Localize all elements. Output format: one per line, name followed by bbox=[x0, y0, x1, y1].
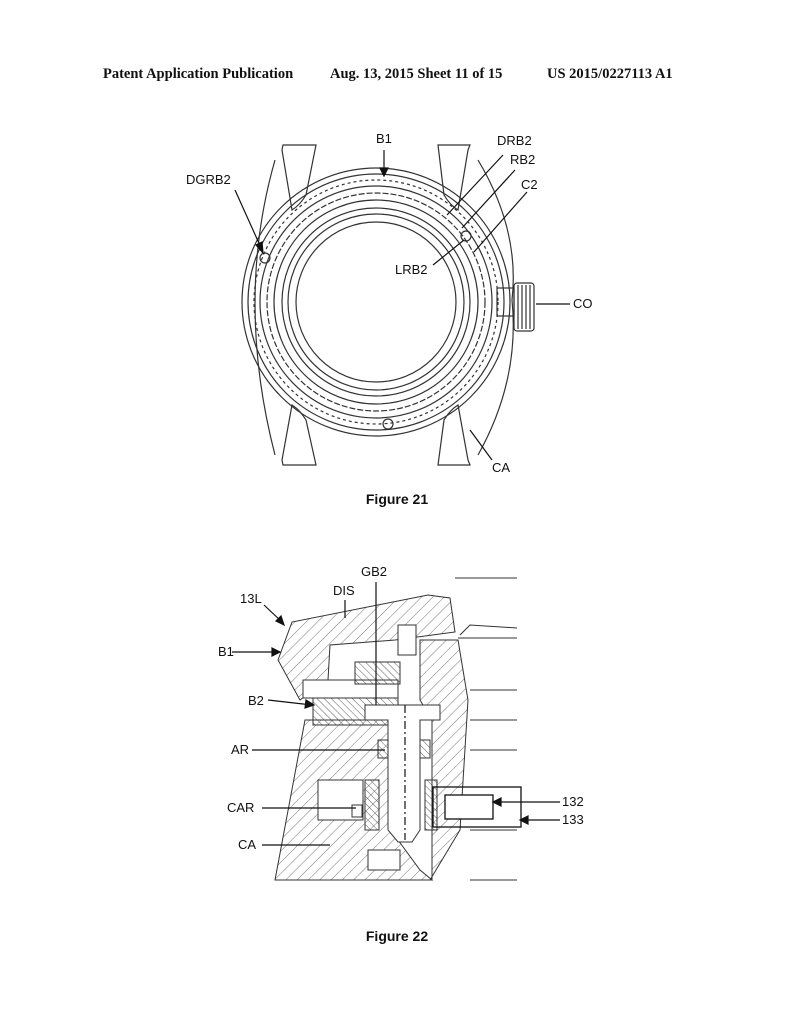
figure-21-caption: Figure 21 bbox=[365, 491, 429, 507]
date-sheet-label: Aug. 13, 2015 Sheet 11 of 15 bbox=[330, 66, 503, 82]
watch-case-outline bbox=[241, 144, 535, 466]
page-header: Patent Application Publication Aug. 13, … bbox=[0, 66, 794, 90]
label-dis: DIS bbox=[333, 583, 355, 598]
figure-21-drawing: B1 DRB2 RB2 C2 DGRB2 LRB2 CO CA bbox=[186, 131, 593, 475]
label-b2: B2 bbox=[248, 693, 264, 708]
figure-22-leaders bbox=[232, 582, 560, 846]
label-drb2: DRB2 bbox=[497, 133, 532, 148]
label-ca-fig22: CA bbox=[238, 837, 256, 852]
label-b1-fig22: B1 bbox=[218, 644, 234, 659]
label-b1: B1 bbox=[376, 131, 392, 146]
label-ca: CA bbox=[492, 460, 510, 475]
figure-22-drawing: GB2 DIS 13L B1 B2 AR CAR CA 132 133 bbox=[218, 564, 584, 881]
label-co: CO bbox=[573, 296, 593, 311]
label-dgrb2: DGRB2 bbox=[186, 172, 231, 187]
label-ar: AR bbox=[231, 742, 249, 757]
label-lrb2: LRB2 bbox=[395, 262, 428, 277]
label-c2: C2 bbox=[521, 177, 538, 192]
figure-21-leaders bbox=[234, 150, 570, 461]
label-car: CAR bbox=[227, 800, 254, 815]
label-gb2: GB2 bbox=[361, 564, 387, 579]
label-rb2: RB2 bbox=[510, 152, 535, 167]
label-13l: 13L bbox=[240, 591, 262, 606]
label-132: 132 bbox=[562, 794, 584, 809]
patent-number: US 2015/0227113 A1 bbox=[547, 66, 673, 82]
publication-label: Patent Application Publication bbox=[103, 66, 294, 82]
figure-22-caption: Figure 22 bbox=[365, 928, 429, 944]
label-133: 133 bbox=[562, 812, 584, 827]
cross-section bbox=[274, 577, 522, 881]
